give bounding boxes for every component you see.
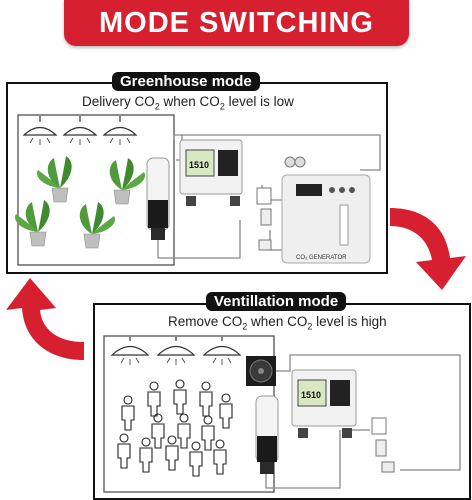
greenhouse-controller-reading: 1510 [189, 160, 209, 170]
title-banner: MODE SWITCHING [64, 0, 409, 46]
greenhouse-mode-label: Greenhouse mode [112, 72, 260, 91]
generator-label: CO₂ GENERATOR [296, 255, 347, 261]
grow-lamp-icon [22, 116, 138, 145]
co2-generator-icon: CO₂ GENERATOR [281, 174, 371, 264]
ceiling-lamp-icon [110, 337, 242, 365]
banner-title: MODE SWITCHING [99, 6, 374, 39]
co2-sensor-icon [146, 157, 170, 240]
power-outlet-icon [371, 417, 395, 473]
ventilation-caption: Remove CO2 when CO2 level is high [168, 314, 387, 332]
exhaust-fan-icon [246, 356, 276, 386]
power-outlet-icon [256, 187, 272, 251]
ventilation-controller-reading: 1510 [301, 390, 321, 400]
switch-arrow-left-icon [6, 278, 84, 360]
person-icon [117, 379, 233, 477]
co2-controller-icon: 1510 [179, 139, 243, 206]
co2-controller-icon: 1510 [291, 369, 357, 438]
pressure-regulator-icon [284, 156, 306, 168]
switch-arrow-right-icon [390, 208, 466, 290]
greenhouse-caption: Delivery CO2 when CO2 level is low [82, 94, 294, 112]
co2-sensor-icon [255, 395, 279, 474]
ventilation-mode-label: Ventillation mode [206, 292, 347, 311]
plant-icon [14, 156, 146, 249]
